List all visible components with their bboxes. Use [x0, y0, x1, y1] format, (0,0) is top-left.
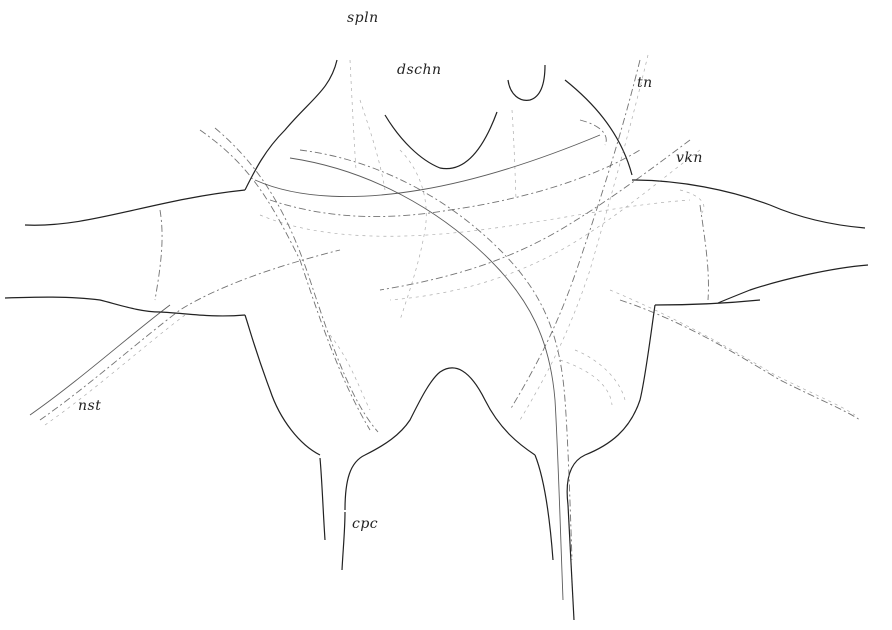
- label-nst: nst: [78, 398, 101, 414]
- label-dschn: dschn: [397, 62, 442, 78]
- nerve-fibers: [30, 55, 860, 600]
- ganglion-outline: [5, 60, 868, 620]
- label-cpc: cpc: [352, 516, 378, 532]
- label-tn: tn: [637, 75, 653, 91]
- label-vkn: vkn: [676, 150, 703, 166]
- label-spln: spln: [347, 10, 379, 26]
